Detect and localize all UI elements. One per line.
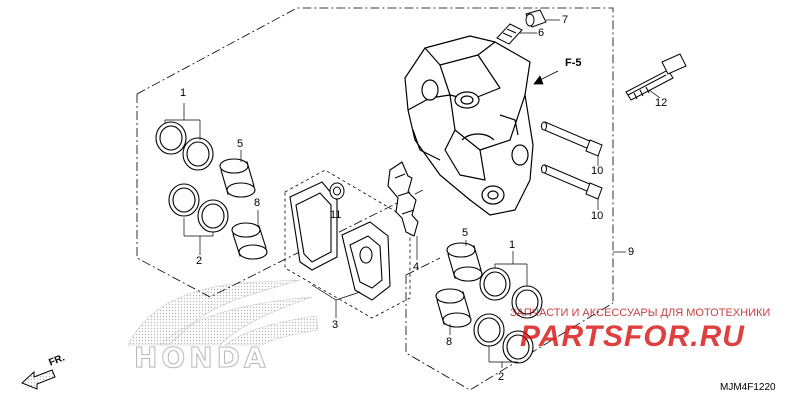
- callout-8: 8: [254, 197, 261, 209]
- piston-seals-right: [473, 267, 543, 364]
- watermark-site: PARTSFOR.RU: [520, 320, 745, 353]
- reference-f5: F-5: [565, 57, 582, 69]
- callout-5-right: 5: [462, 227, 469, 239]
- callout-10-lower: 10: [591, 210, 604, 222]
- callout-7: 7: [562, 14, 569, 26]
- brake-caliper-body: [404, 35, 534, 216]
- callout-5: 5: [237, 138, 244, 150]
- collar-washer: [329, 182, 345, 200]
- pad-spring: [387, 161, 419, 237]
- pistons-left: [219, 158, 268, 260]
- callout-3: 3: [332, 319, 339, 331]
- callout-10-upper: 10: [591, 165, 604, 177]
- front-direction-arrow: [21, 369, 56, 390]
- callout-11: 11: [330, 209, 342, 221]
- assembly-boundary: [136, 7, 614, 303]
- slide-pin-lower: [541, 164, 603, 200]
- diagram-code: MJM4F1220: [720, 382, 776, 393]
- pistons-right: [435, 242, 483, 328]
- callout-1: 1: [180, 87, 187, 99]
- honda-wing-logo: [127, 279, 319, 346]
- piston-seals-left: [155, 121, 229, 233]
- callout-12: 12: [655, 97, 668, 109]
- callout-6: 6: [538, 27, 545, 39]
- brake-pads: [289, 181, 391, 301]
- callout-2-right: 2: [498, 371, 505, 383]
- slide-pin-upper: [541, 121, 603, 157]
- callout-1-right: 1: [509, 239, 516, 251]
- pad-set-boundary: [284, 169, 411, 319]
- right-kit-boundary: [405, 257, 614, 391]
- watermark-tagline: ЗАПЧАСТИ И АКСЕССУАРЫ ДЛЯ МОТОТЕХНИКИ: [510, 307, 771, 319]
- honda-logo-text: HONDA: [134, 341, 270, 374]
- callout-4: 4: [413, 261, 420, 273]
- callout-2: 2: [196, 255, 203, 267]
- callout-8-right: 8: [446, 336, 453, 348]
- callout-9: 9: [628, 246, 635, 258]
- bleeder-cap: [525, 9, 547, 28]
- caliper-bolt: [625, 53, 687, 101]
- bleeder-valve: [496, 23, 523, 45]
- leader-lines: [164, 19, 661, 368]
